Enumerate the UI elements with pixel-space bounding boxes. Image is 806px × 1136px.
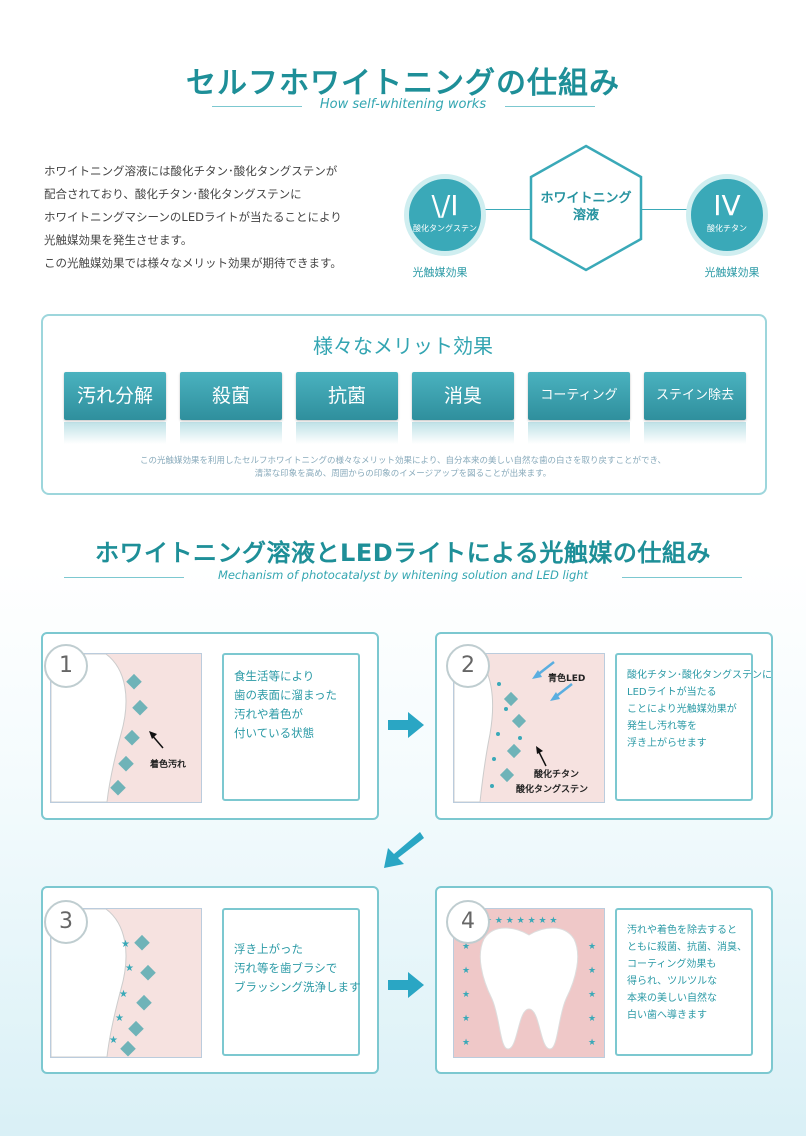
- solution-hexagon: [526, 143, 646, 273]
- svg-text:★ ★ ★ ★ ★ ★ ★ ★ ★: ★ ★ ★ ★ ★ ★ ★ ★ ★: [462, 916, 558, 926]
- tungsten-circle: \/I 酸化タングステン: [404, 174, 486, 256]
- merit-dirt-decomposition: 汚れ分解: [64, 372, 166, 420]
- page-title: セルフホワイトニングの仕組み: [186, 66, 620, 101]
- step-1-line: 歯の表面に溜まった: [234, 688, 338, 702]
- divider: [505, 106, 595, 107]
- step-2-description: 酸化チタン･酸化タングステンに LEDライトが当たる ことにより光触媒効果が 発…: [615, 653, 772, 801]
- svg-text:★: ★: [121, 939, 130, 950]
- step-4-line: 白い歯へ導きます: [627, 1010, 707, 1021]
- merit-deodorizing: 消臭: [412, 372, 514, 420]
- step-4-line: ともに殺菌、抗菌、消臭、: [627, 942, 747, 953]
- intro-line: 光触媒効果を発生させます。: [44, 233, 193, 247]
- stain-label: 着色汚れ: [150, 760, 187, 770]
- blue-led-label: 青色LED: [548, 674, 586, 684]
- page-subtitle: How self-whitening works: [319, 97, 487, 112]
- arrow-right-icon: [388, 972, 424, 998]
- reflection: [64, 422, 166, 444]
- step-3-description: 浮き上がった 汚れ等を歯ブラシで ブラッシング洗浄します: [222, 908, 361, 1056]
- step-4-line: 得られ、ツルツルな: [627, 976, 718, 987]
- solution-label-line1: ホワイトニング: [540, 191, 632, 206]
- right-caption: 光触媒効果: [704, 266, 760, 279]
- svg-text:★: ★: [462, 990, 470, 1000]
- step-1-number: 1: [44, 644, 88, 688]
- reflection: [528, 422, 630, 444]
- connector-line: [480, 209, 540, 210]
- left-caption: 光触媒効果: [412, 266, 468, 279]
- arrow-right-icon: [388, 712, 424, 738]
- svg-text:★: ★: [588, 1038, 596, 1048]
- step-2-line: ことにより光触媒効果が: [627, 704, 737, 715]
- step-2-line: 発生し汚れ等を: [627, 721, 697, 732]
- step-4-line: 本来の美しい自然な: [627, 993, 717, 1004]
- reflection: [296, 422, 398, 444]
- intro-line: 配合されており、酸化チタン･酸化タングステンに: [44, 187, 302, 201]
- svg-text:★: ★: [119, 989, 128, 1000]
- step-2-line: 浮き上がらせます: [627, 738, 707, 749]
- svg-text:★: ★: [462, 942, 470, 952]
- solution-label: ホワイトニング 溶液: [526, 190, 646, 224]
- step-2-line: 酸化チタン･酸化タングステンに: [627, 670, 772, 681]
- solution-label-line2: 溶液: [572, 208, 599, 223]
- arrow-down-left-icon: [384, 832, 424, 868]
- step-3-number: 3: [44, 900, 88, 944]
- tungsten-label: 酸化タングステン: [413, 224, 477, 233]
- step-2-number: 2: [446, 644, 490, 688]
- merit-sterilization: 殺菌: [180, 372, 282, 420]
- svg-text:★: ★: [115, 1013, 124, 1024]
- svg-text:★: ★: [588, 942, 596, 952]
- tungsten-symbol: \/I: [431, 189, 459, 222]
- titanium-symbol: IV: [713, 189, 741, 222]
- titanium-circle: IV 酸化チタン: [686, 174, 768, 256]
- connector-line: [632, 209, 692, 210]
- titanium-label: 酸化チタン: [707, 224, 747, 233]
- reflection: [644, 422, 746, 444]
- reflection: [412, 422, 514, 444]
- merit-coating: コーティング: [528, 372, 630, 420]
- intro-line: ホワイトニングマシーンのLEDライトが当たることにより: [44, 210, 342, 224]
- merits-title: 様々なメリット効果: [313, 334, 493, 358]
- svg-text:★: ★: [588, 966, 596, 976]
- step-3-line: 汚れ等を歯ブラシで: [234, 961, 338, 975]
- step-3-line: ブラッシング洗浄します: [234, 980, 361, 994]
- step-4-description: 汚れや着色を除去すると ともに殺菌、抗菌、消臭、 コーティング効果も 得られ、ツ…: [615, 908, 753, 1056]
- tungsten-oxide-label: 酸化タングステン: [516, 785, 589, 795]
- intro-text: ホワイトニング溶液には酸化チタン･酸化タングステンが 配合されており、酸化チタン…: [44, 160, 364, 275]
- divider: [622, 577, 742, 578]
- merits-note: この光触媒効果を利用したセルフホワイトニングの様々なメリット効果により、自分本来…: [60, 455, 746, 481]
- intro-line: ホワイトニング溶液には酸化チタン･酸化タングステンが: [44, 164, 338, 178]
- divider: [64, 577, 184, 578]
- svg-text:★: ★: [462, 966, 470, 976]
- mechanism-subtitle: Mechanism of photocatalyst by whitening …: [217, 568, 589, 582]
- step-1-description: 食生活等により 歯の表面に溜まった 汚れや着色が 付いている状態: [222, 653, 360, 801]
- merit-antibacterial: 抗菌: [296, 372, 398, 420]
- merit-stain-removal: ステイン除去: [644, 372, 746, 420]
- svg-text:★: ★: [588, 1014, 596, 1024]
- step-2-line: LEDライトが当たる: [627, 687, 717, 698]
- intro-line: この光触媒効果では様々なメリット効果が期待できます。: [44, 256, 342, 270]
- step-4-illustration: ★ ★ ★ ★ ★ ★ ★ ★ ★ ★ ★ ★ ★ ★ ★ ★ ★ ★ ★: [453, 908, 605, 1058]
- svg-text:★: ★: [109, 1035, 118, 1046]
- step-4-line: 汚れや着色を除去すると: [627, 925, 737, 936]
- mechanism-title: ホワイトニング溶液とLEDライトによる光触媒の仕組み: [95, 539, 711, 567]
- divider: [212, 106, 302, 107]
- svg-text:★: ★: [462, 1038, 470, 1048]
- step-1-line: 汚れや着色が: [234, 707, 303, 721]
- step-1-line: 食生活等により: [234, 669, 315, 683]
- step-4-number: 4: [446, 900, 490, 944]
- merits-note-line: 清潔な印象を高め、周囲からの印象のイメージアップを図ることが出来ます。: [254, 469, 552, 479]
- titanium-oxide-label: 酸化チタン: [534, 770, 580, 780]
- svg-text:★: ★: [125, 963, 134, 974]
- svg-text:★: ★: [588, 990, 596, 1000]
- step-1-line: 付いている状態: [234, 726, 315, 740]
- reflection: [180, 422, 282, 444]
- step-3-line: 浮き上がった: [234, 942, 303, 956]
- merits-note-line: この光触媒効果を利用したセルフホワイトニングの様々なメリット効果により、自分本来…: [140, 456, 666, 466]
- svg-text:★: ★: [462, 1014, 470, 1024]
- step-4-line: コーティング効果も: [627, 959, 717, 970]
